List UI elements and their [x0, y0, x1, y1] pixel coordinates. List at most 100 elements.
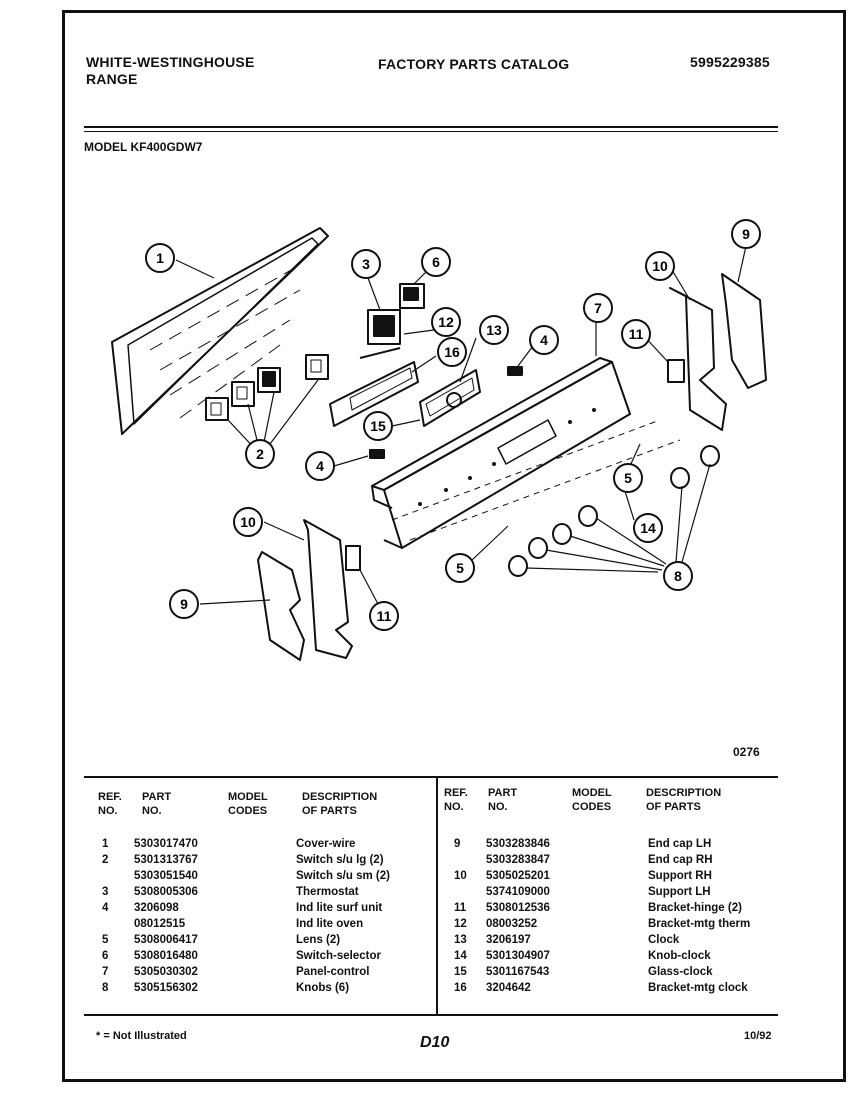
table-cell-ref: 8 — [102, 982, 109, 994]
table-cell-part: 5303017470 — [134, 838, 198, 850]
table-cell-part: 5305156302 — [134, 982, 198, 994]
table-cell-desc: Switch s/u sm (2) — [296, 870, 390, 882]
header-ref: REF.NO. — [98, 791, 122, 817]
table-cell-part: 3206098 — [134, 902, 179, 914]
callout-4: 4 — [540, 332, 548, 348]
table-cell-desc: Bracket-mtg therm — [648, 918, 751, 930]
panel-control-part — [371, 357, 681, 549]
header-ref: REF.NO. — [444, 787, 468, 813]
table-cell-ref: 11 — [454, 902, 467, 914]
indicator-light-part — [369, 449, 385, 459]
table-cell-part: 08012515 — [134, 918, 186, 930]
callout-1: 1 — [156, 250, 164, 266]
table-cell-ref: 16 — [454, 982, 467, 994]
table-cell-desc: Knob-clock — [648, 950, 711, 962]
table-cell-part: 5308005306 — [134, 886, 198, 898]
cover-wire-part — [111, 227, 329, 435]
table-cell-ref: 14 — [454, 950, 467, 962]
header-rule-top — [84, 126, 778, 128]
callout-8: 8 — [674, 568, 682, 584]
callout-10: 10 — [652, 258, 668, 274]
table-cell-ref: 15 — [454, 966, 467, 978]
callout-5: 5 — [456, 560, 464, 576]
table-cell-ref: 2 — [102, 854, 109, 866]
table-cell-desc: Lens (2) — [296, 934, 341, 946]
switch-parts — [205, 354, 329, 453]
table-cell-part: 5374109000 — [486, 886, 550, 898]
table-cell-desc: Support RH — [648, 870, 712, 882]
callout-11: 11 — [629, 326, 644, 342]
table-cell-desc: End cap RH — [648, 854, 713, 866]
callout-13: 13 — [486, 322, 502, 338]
table-cell-part: 5308016480 — [134, 950, 198, 962]
catalog-title: FACTORY PARTS CATALOG — [378, 56, 570, 72]
table-cell-part: 5303283846 — [486, 838, 550, 850]
table-cell-desc: Knobs (6) — [296, 982, 350, 994]
table-cell-desc: Switch-selector — [296, 950, 381, 962]
catalog-number: 5995229385 — [690, 54, 770, 70]
table-cell-desc: Glass-clock — [648, 966, 713, 978]
callout-10: 10 — [240, 514, 256, 530]
brand-line2: RANGE — [86, 71, 138, 87]
table-cell-part: 5305025201 — [486, 870, 550, 882]
callout-3: 3 — [362, 256, 370, 272]
table-cell-part: 5301313767 — [134, 854, 198, 866]
table-cell-ref: 3 — [102, 886, 109, 898]
table-cell-desc: Clock — [648, 934, 680, 946]
table-divider — [436, 778, 438, 1014]
table-cell-part: 5305030302 — [134, 966, 198, 978]
table-cell-part: 08003252 — [486, 918, 538, 930]
table-cell-desc: Cover-wire — [296, 838, 356, 850]
table-cell-desc: Ind lite oven — [296, 918, 364, 930]
header-rule-bottom — [84, 131, 778, 132]
page-frame — [62, 10, 846, 1082]
not-illustrated-footnote: * = Not Illustrated — [96, 1030, 187, 1042]
table-cell-desc: Ind lite surf unit — [296, 902, 383, 914]
callout-9: 9 — [742, 226, 750, 242]
table-cell-desc: Bracket-hinge (2) — [648, 902, 742, 914]
callout-12: 12 — [438, 314, 454, 330]
table-cell-desc: Thermostat — [296, 886, 359, 898]
ref-callouts: 1 2 3 4 4 5 5 6 7 8 9 9 10 10 11 11 12 1… — [145, 219, 761, 631]
callout-16: 16 — [444, 344, 460, 360]
table-cell-part: 5303283847 — [486, 854, 550, 866]
table-cell-ref: 4 — [102, 902, 109, 914]
table-cell-desc: End cap LH — [648, 838, 712, 850]
callout-4: 4 — [316, 458, 324, 474]
clock-assembly — [329, 361, 481, 427]
table-cell-desc: Switch s/u lg (2) — [296, 854, 384, 866]
table-cell-ref: 6 — [102, 950, 109, 962]
table-cell-ref: 7 — [102, 966, 109, 978]
callout-14: 14 — [640, 520, 656, 536]
left-side-supports — [257, 519, 361, 661]
callout-6: 6 — [432, 254, 440, 270]
callout-7: 7 — [594, 300, 602, 316]
table-cell-ref: 10 — [454, 870, 467, 882]
callout-9: 9 — [180, 596, 188, 612]
table-cell-part: 5308006417 — [134, 934, 198, 946]
right-side-supports — [667, 273, 767, 431]
table-cell-ref: 13 — [454, 934, 467, 946]
table-cell-part: 5303051540 — [134, 870, 198, 882]
table-cell-desc: Bracket-mtg clock — [648, 982, 748, 994]
model-label: MODEL KF400GDW7 — [84, 140, 203, 154]
table-cell-ref: 9 — [454, 838, 461, 850]
callout-5: 5 — [624, 470, 632, 486]
indicator-light-part — [507, 366, 523, 376]
callout-2: 2 — [256, 446, 264, 462]
knob-parts — [508, 445, 720, 577]
table-cell-part: 5308012536 — [486, 902, 550, 914]
page-number: D10 — [420, 1034, 450, 1051]
brand-line1: WHITE-WESTINGHOUSE — [86, 54, 255, 70]
table-cell-desc: Support LH — [648, 886, 711, 898]
table-cell-part: 5301304907 — [486, 950, 550, 962]
drawing-code: 0276 — [733, 745, 760, 759]
table-cell-part: 3206197 — [486, 934, 531, 946]
